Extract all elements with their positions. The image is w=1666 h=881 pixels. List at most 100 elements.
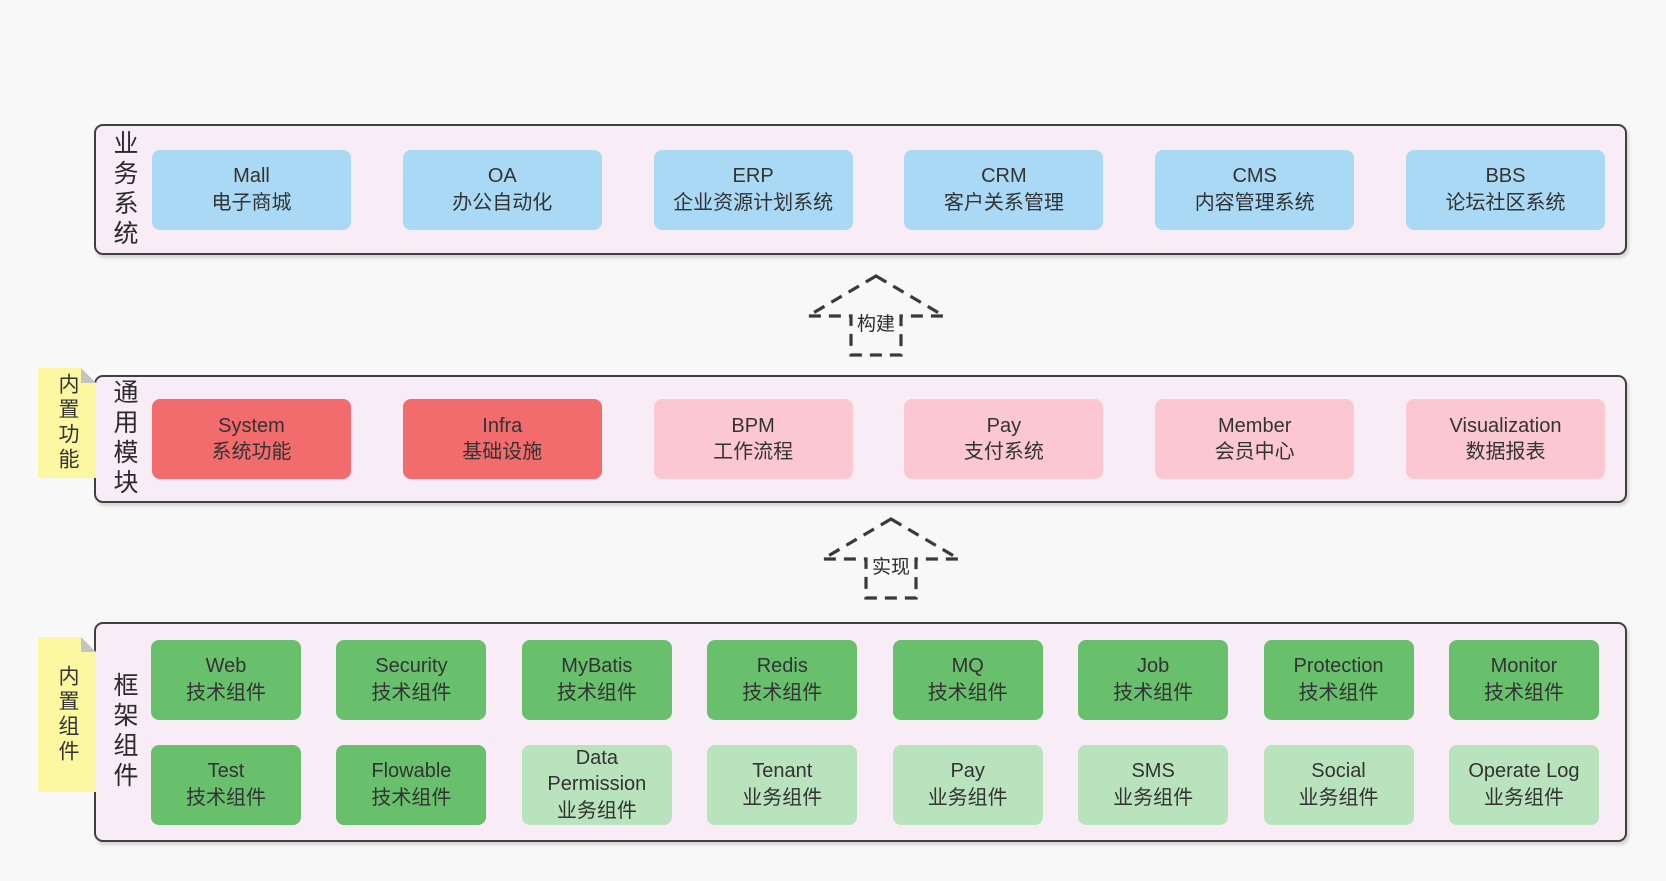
box-mybatis: MyBatis 技术组件 [521, 639, 672, 720]
box-title: Data Permission [547, 746, 647, 796]
box-title: Pay [986, 414, 1022, 437]
arrow-build: 构建 [806, 274, 946, 358]
box-subtitle: 技术组件 [927, 681, 1008, 704]
box-title: Operate Log [1468, 760, 1580, 783]
box-subtitle: 业务组件 [1483, 786, 1564, 809]
box-redis: Redis 技术组件 [707, 639, 858, 720]
sticky-note-built-in-features: 内置功能 [38, 368, 96, 478]
box-subtitle: 办公自动化 [452, 191, 553, 214]
box-pay: Pay 业务组件 [892, 744, 1043, 825]
box-title: Member [1218, 414, 1292, 437]
box-title: Social [1311, 760, 1366, 783]
box-title: BBS [1485, 165, 1526, 188]
box-title: Pay [950, 760, 985, 783]
box-subtitle: 电子商城 [211, 191, 292, 214]
box-title: Test [207, 760, 245, 783]
band-common-modules: 通用模块 System 系统功能 Infra 基础设施 BPM 工作流程 Pay 支付系统 Me… [94, 375, 1627, 503]
box-job: Job 技术组件 [1078, 639, 1229, 720]
box-title: Flowable [371, 760, 452, 783]
box-cms: CMS 内容管理系统 [1155, 149, 1355, 230]
box-title: Tenant [752, 760, 813, 783]
box-member: Member 会员中心 [1155, 399, 1355, 479]
band-label-business-systems: 业务系统 [110, 129, 138, 250]
box-social: Social 业务组件 [1263, 744, 1414, 825]
box-erp: ERP 企业资源计划系统 [653, 149, 853, 230]
box-subtitle: 技术组件 [371, 681, 452, 704]
box-subtitle: 技术组件 [1113, 681, 1194, 704]
sticky-note-built-in-components: 内置组件 [38, 637, 96, 792]
arrow-implement-label: 实现 [868, 551, 914, 580]
box-subtitle: 技术组件 [186, 681, 266, 704]
box-test: Test 技术组件 [151, 744, 301, 825]
box-title: OA [487, 165, 517, 188]
box-title: Security [375, 655, 448, 678]
box-subtitle: 业务组件 [1113, 786, 1194, 809]
band-label-framework-components: 框架组件 [110, 672, 138, 792]
box-title: MyBatis [561, 655, 633, 678]
box-title: Infra [482, 414, 523, 437]
box-visualization: Visualization 数据报表 [1405, 399, 1605, 479]
box-subtitle: 业务组件 [742, 786, 823, 809]
band-label-common-modules: 通用模块 [110, 379, 138, 499]
box-subtitle: 业务组件 [927, 786, 1008, 809]
box-title: Redis [756, 655, 808, 678]
box-subtitle: 工作流程 [713, 441, 794, 463]
box-title: System [218, 414, 285, 437]
box-subtitle: 数据报表 [1465, 441, 1546, 463]
box-title: ERP [732, 165, 774, 188]
box-title: Job [1136, 655, 1170, 678]
box-subtitle: 技术组件 [186, 786, 266, 809]
box-security: Security 技术组件 [336, 639, 487, 720]
box-bbs: BBS 论坛社区系统 [1405, 149, 1605, 230]
band-row: System 系统功能 Infra 基础设施 BPM 工作流程 Pay 支付系统 Member 会… [152, 399, 1605, 479]
sticky-note-text: 内置组件 [56, 664, 79, 765]
box-title: Monitor [1490, 655, 1558, 678]
box-data-permission: Data Permission 业务组件 [521, 744, 672, 825]
box-subtitle: 客户关系管理 [943, 191, 1064, 214]
box-subtitle: 业务组件 [556, 799, 637, 822]
box-subtitle: 内容管理系统 [1194, 191, 1315, 214]
box-subtitle: 技术组件 [1298, 681, 1379, 704]
box-mall: Mall 电子商城 [152, 149, 351, 230]
box-infra: Infra 基础设施 [402, 399, 602, 479]
box-web: Web 技术组件 [151, 639, 301, 720]
box-subtitle: 支付系统 [963, 441, 1044, 463]
box-subtitle: 业务组件 [1298, 786, 1379, 809]
box-title: BPM [731, 414, 775, 437]
box-subtitle: 系统功能 [211, 441, 292, 463]
box-subtitle: 技术组件 [742, 681, 823, 704]
band-row: Mall 电子商城 OA 办公自动化 ERP 企业资源计划系统 CRM 客户关系管理 CMS 内容… [152, 149, 1605, 230]
box-title: CMS [1232, 165, 1277, 188]
box-title: Visualization [1449, 414, 1562, 437]
box-operate-log: Operate Log 业务组件 [1448, 744, 1599, 825]
box-title: Mall [233, 165, 270, 188]
box-crm: CRM 客户关系管理 [904, 149, 1104, 230]
box-subtitle: 论坛社区系统 [1445, 191, 1566, 214]
arrow-up-icon [821, 517, 961, 600]
box-title: Protection [1293, 655, 1384, 678]
arrow-up-icon [806, 274, 946, 357]
box-subtitle: 技术组件 [371, 786, 452, 809]
box-subtitle: 企业资源计划系统 [673, 191, 834, 214]
band-row: Test 技术组件 Flowable 技术组件 Data Permission 业务组件 T… [151, 744, 1599, 825]
box-subtitle: 会员中心 [1214, 441, 1295, 463]
sticky-note-text: 内置功能 [56, 373, 79, 473]
box-subtitle: 基础设施 [462, 441, 543, 463]
box-title: SMS [1131, 760, 1175, 783]
box-title: CRM [981, 165, 1027, 188]
box-subtitle: 技术组件 [556, 681, 637, 704]
box-protection: Protection 技术组件 [1263, 639, 1414, 720]
arrow-implement: 实现 [821, 517, 961, 601]
box-title: Web [205, 655, 247, 678]
folded-corner-icon [81, 368, 96, 383]
arrow-build-label: 构建 [853, 308, 899, 337]
band-business-systems: 业务系统 Mall 电子商城 OA 办公自动化 ERP 企业资源计划系统 CRM 客户关系管理… [94, 124, 1627, 255]
box-bpm: BPM 工作流程 [653, 399, 853, 479]
box-sms: SMS 业务组件 [1078, 744, 1229, 825]
box-oa: OA 办公自动化 [402, 149, 602, 230]
